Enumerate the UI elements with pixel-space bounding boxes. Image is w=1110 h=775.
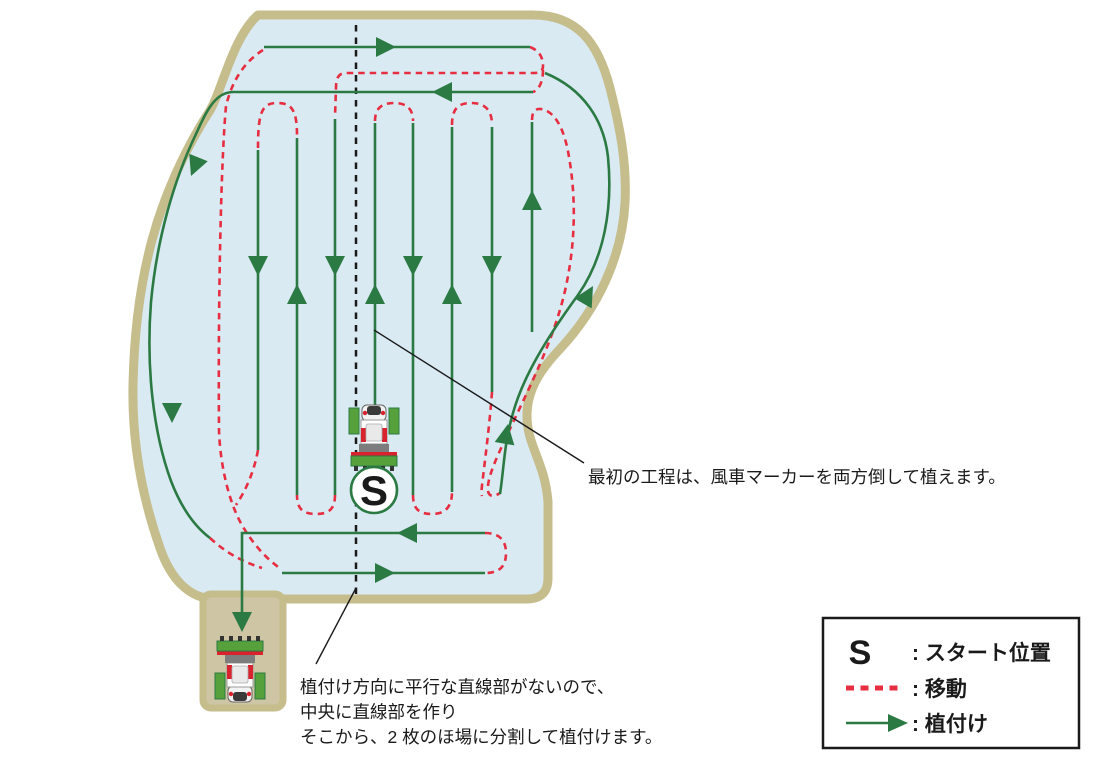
legend-plant-symbol [846, 714, 908, 732]
legend-start-symbol: S [849, 634, 872, 672]
planting-paths [148, 45, 611, 612]
planting-arrowheads [162, 37, 593, 632]
movement-path [486, 107, 576, 498]
legend-plant-arrowhead-icon [888, 714, 908, 732]
planting-arrowhead-icon [365, 284, 385, 304]
planting-arrowhead-icon [232, 612, 252, 632]
movement-paths [209, 45, 576, 575]
planting-arrowhead-icon [376, 37, 396, 57]
movement-path [209, 537, 263, 570]
annotation-split-line-3: そこから、2 枚のほ場に分割して植付けます。 [300, 727, 662, 747]
field-outline [128, 10, 630, 604]
legend-box: S : スタート位置 : 移動 : 植付け [821, 616, 1081, 750]
start-marker-circle [349, 465, 399, 515]
movement-path [480, 391, 494, 497]
annotation-split-line-2: 中央に直線部を作り [300, 702, 458, 722]
planting-arrowhead-icon [574, 286, 593, 309]
legend-item-label: : 移動 [912, 677, 967, 701]
movement-path [532, 69, 545, 94]
planting-arrowhead-icon [325, 256, 345, 276]
planting-arrowhead-icon [432, 82, 452, 102]
planting-arrowhead-icon [162, 403, 182, 423]
start-marker-label: S [360, 467, 388, 514]
movement-path [234, 449, 260, 506]
planting-arrowhead-icon [375, 563, 395, 583]
planting-arrowhead-icon [287, 284, 307, 304]
movement-path [373, 101, 415, 122]
legend-border [821, 616, 1081, 750]
planting-arrowhead-icon [494, 424, 515, 446]
annotation-windmill: 最初の工程は、風車マーカーを両方倒して植えます。 [588, 467, 1006, 487]
planting-arrowhead-icon [189, 153, 208, 176]
leader-line [373, 329, 585, 464]
planting-line-top-2-and-left-curve [148, 90, 533, 540]
legend-item-label: : 植付け [912, 712, 988, 736]
leader-line [315, 587, 357, 665]
annotation-split-line-1: 植付け方向に平行な直線部がないので、 [300, 677, 614, 697]
planting-arrowhead-icon [442, 284, 462, 304]
start-marker: S [349, 465, 399, 515]
planting-arrowhead-icon [522, 190, 542, 210]
legend-item-label: : スタート位置 [912, 641, 1051, 665]
planting-arrowhead-icon [403, 256, 423, 276]
movement-path [333, 45, 545, 118]
movement-path [217, 48, 282, 571]
movement-path [256, 101, 299, 149]
planting-arrowhead-icon [482, 256, 502, 276]
planting-arrowhead-icon [248, 256, 268, 276]
planting-arrowhead-icon [397, 523, 417, 543]
